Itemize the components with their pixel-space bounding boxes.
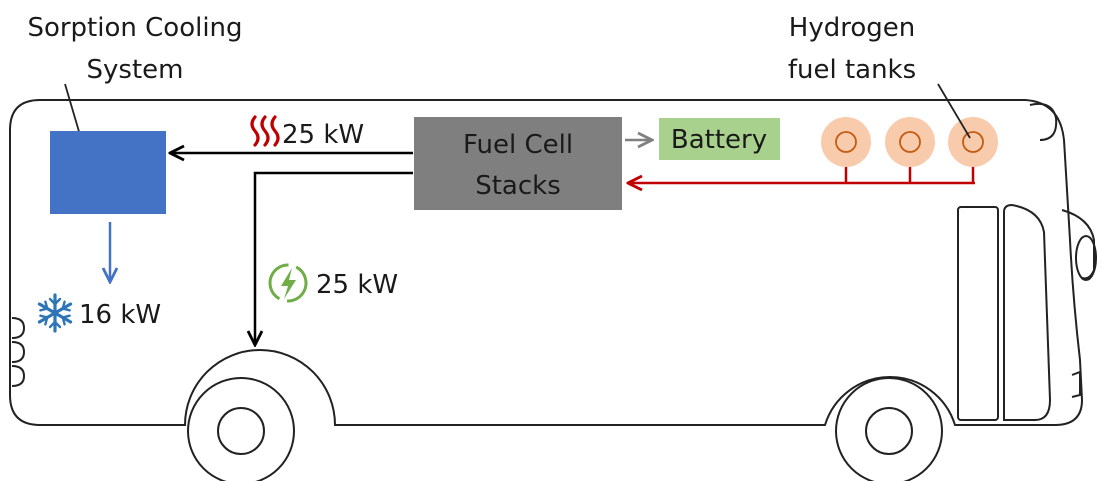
hydrogen-label-line1: Hydrogen bbox=[789, 13, 915, 43]
sorption-label-line1: Sorption Cooling bbox=[27, 13, 242, 43]
fuel-cell-label-line1: Fuel Cell bbox=[463, 130, 573, 160]
door-panel-right bbox=[1003, 203, 1052, 421]
snowflake-icon bbox=[37, 293, 73, 333]
battery-label: Battery bbox=[671, 125, 767, 155]
electric-power-arrow bbox=[255, 171, 413, 345]
fuel-cell-stacks-box bbox=[414, 117, 622, 210]
battery-box bbox=[659, 118, 780, 160]
lightning-bolt-icon bbox=[268, 263, 308, 303]
door-panel-left bbox=[957, 206, 999, 421]
cooling-power-label: 16 kW bbox=[79, 300, 161, 330]
front-bumper-detail bbox=[1071, 370, 1081, 398]
heat-power-label: 25 kW bbox=[282, 120, 364, 150]
fuel-cell-label-line2: Stacks bbox=[475, 171, 561, 201]
hydrogen-tank-2 bbox=[885, 117, 935, 167]
bus-body-outline bbox=[9, 99, 1084, 426]
hydrogen-leader-line bbox=[937, 83, 971, 139]
front-headlight bbox=[1075, 235, 1097, 281]
hydrogen-label-line2: fuel tanks bbox=[788, 55, 916, 85]
rear-bumps bbox=[11, 317, 26, 387]
hydrogen-tank-3 bbox=[948, 117, 998, 167]
sorption-label-line2: System bbox=[87, 55, 184, 85]
sorption-cooling-box bbox=[50, 131, 166, 214]
heat-waves-icon bbox=[250, 115, 280, 147]
front-wheel bbox=[835, 377, 943, 481]
electric-power-label: 25 kW bbox=[316, 270, 398, 300]
mirror-bump bbox=[1029, 102, 1058, 141]
hydrogen-tank-connectors bbox=[844, 165, 975, 183]
hydrogen-tank-1 bbox=[821, 117, 871, 167]
rear-wheel bbox=[187, 377, 295, 481]
front-mirror bbox=[1061, 209, 1095, 280]
